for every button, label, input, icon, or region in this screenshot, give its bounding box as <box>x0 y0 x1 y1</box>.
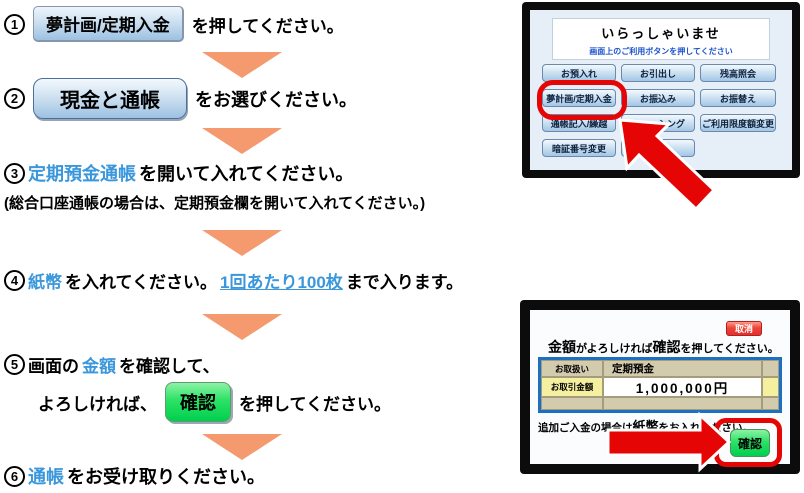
per-deposit-limit-link[interactable]: 1回あたり100枚 <box>219 273 343 292</box>
welcome-subtitle: 画面上のご利用ボタンを押してください <box>589 47 733 56</box>
welcome-panel: いらっしゃいませ 画面上のご利用ボタンを押してください <box>552 18 770 60</box>
step-5-text: を確認して、 <box>119 357 220 376</box>
atm-yume-plan-deposit-button[interactable]: 夢計画/定期入金 <box>542 89 616 107</box>
flow-arrow-down-icon <box>202 230 282 256</box>
step-1-number: 1 <box>4 13 25 35</box>
table-row-label <box>541 397 603 410</box>
cash-and-passbook-button[interactable]: 現金と通帳 <box>33 78 187 119</box>
flow-arrow-down-icon <box>202 434 282 460</box>
step-2: 2 現金と通帳 をお選びください。 <box>4 78 357 119</box>
step-3-note: (総合口座通帳の場合は、定期預金欄を開いて入れてください。) <box>4 195 426 212</box>
confirm-message-amount: 金額 <box>548 339 576 355</box>
highlight-ring-confirm <box>714 418 782 467</box>
table-empty-value <box>603 397 762 410</box>
step-6-number: 6 <box>4 465 25 487</box>
flow-arrow-down-icon <box>202 128 282 154</box>
transaction-amount-value: 1,000,000円 <box>603 377 762 397</box>
atm-account-transfer-button[interactable]: お振替え <box>700 89 776 107</box>
table-side-cell <box>762 360 779 377</box>
step-1-text: を押してください。 <box>191 16 344 36</box>
step-6: 6 通帳 をお受け取りください。 <box>4 463 265 489</box>
confirm-button[interactable]: 確認 <box>165 382 231 422</box>
confirm-message: 金額がよろしければ確認を押してください。 <box>548 339 779 355</box>
step-2-number: 2 <box>4 88 25 109</box>
step-2-text: をお選びください。 <box>195 89 357 110</box>
step-4-number: 4 <box>4 270 25 291</box>
step-4-highlight: 紙幣 <box>28 273 62 292</box>
step-5-line2-after: を押してください。 <box>239 394 391 414</box>
welcome-title: いらっしゃいませ <box>601 26 721 41</box>
step-3-highlight: 定期預金通帳 <box>28 164 136 184</box>
step-3-number: 3 <box>4 162 25 184</box>
step-4-text-after: まで入ります。 <box>345 273 464 292</box>
atm-withdraw-button[interactable]: お引出し <box>621 64 695 82</box>
flow-arrow-down-icon <box>202 314 282 340</box>
step-3-text: を開いて入れてください。 <box>139 164 354 184</box>
table-side-cell <box>762 377 779 397</box>
atm-confirm-screen: 取消 金額がよろしければ確認を押してください。 お取扱い 定期預金 お取引金額 … <box>520 300 800 474</box>
atm-transfer-button[interactable]: お振込み <box>621 89 695 107</box>
atm-balance-button[interactable]: 残高照会 <box>700 64 776 82</box>
highlight-ring-yume-plan <box>537 80 627 120</box>
step-5-number: 5 <box>4 354 25 375</box>
table-side-cell <box>762 397 779 410</box>
confirm-message-confirm: 確認 <box>652 339 681 355</box>
transaction-table: お取扱い 定期預金 お取引金額 1,000,000円 <box>538 357 782 413</box>
step-4-text: を入れてください。 <box>65 273 217 292</box>
step-6-highlight: 通帳 <box>28 467 64 487</box>
flow-arrow-down-icon <box>202 52 282 78</box>
step-5-line2-pre: よろしければ、 <box>38 394 157 414</box>
cancel-button[interactable]: 取消 <box>726 321 762 336</box>
step-5: 5 画面の 金額 を確認して、 <box>4 352 220 377</box>
atm-partially-hidden-button[interactable]: SH <box>621 139 695 157</box>
transaction-type-value: 定期預金 <box>603 360 762 377</box>
step-1: 1 夢計画/定期入金 を押してください。 <box>4 6 344 42</box>
step-6-text: をお受け取りください。 <box>67 467 265 487</box>
step-4: 4 紙幣 を入れてください。 1回あたり100枚 まで入ります。 <box>4 268 463 293</box>
note-banknote-word: 紙幣 <box>632 419 659 434</box>
atm-pin-change-button[interactable]: 暗証番号変更 <box>542 139 616 157</box>
yume-plan-deposit-button[interactable]: 夢計画/定期入金 <box>33 6 184 42</box>
step-3: 3 定期預金通帳 を開いて入れてください。 <box>4 160 353 186</box>
table-row-label: お取扱い <box>541 360 603 377</box>
step-5-pre: 画面の <box>28 357 79 376</box>
step-5-highlight: 金額 <box>82 357 116 376</box>
step-5-line2: よろしければ、 確認 を押してください。 <box>38 382 391 422</box>
atm-limit-change-button[interactable]: ご利用限度額変更 <box>700 114 776 132</box>
table-row-label: お取引金額 <box>541 377 603 397</box>
atm-cashing-button[interactable]: キャッシング <box>621 114 695 132</box>
